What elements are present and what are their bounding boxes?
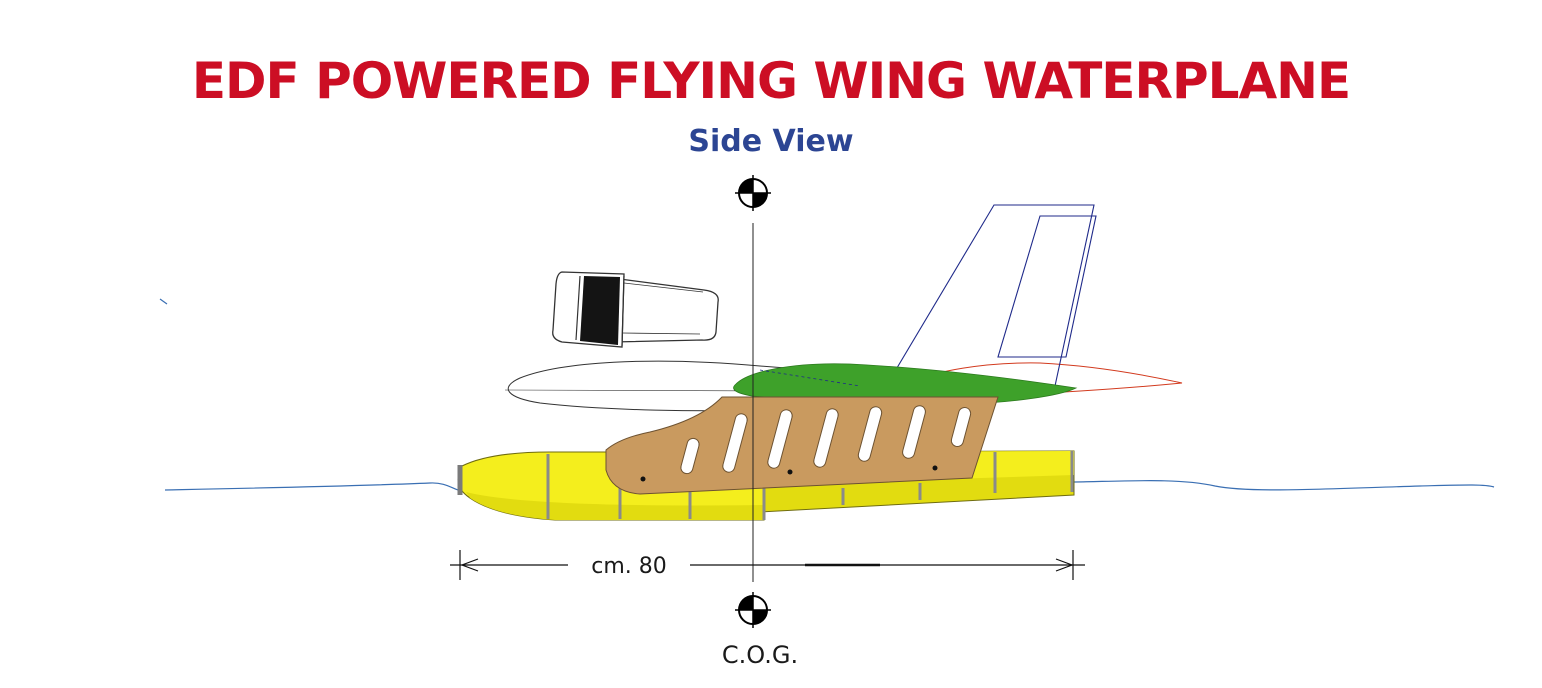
page-title: EDF POWERED FLYING WING WATERPLANE	[191, 52, 1351, 110]
length-dimension-label: cm. 80	[591, 554, 667, 579]
dimension-arrow-icon	[1055, 558, 1074, 572]
view-subtitle: Side View	[688, 124, 854, 159]
wing-pylon	[605, 396, 999, 495]
vertical-fin	[884, 204, 1097, 389]
cog-marker-icon	[735, 175, 771, 211]
dimension-arrow-icon	[460, 558, 479, 572]
length-dimension	[450, 550, 1085, 580]
edf-motor-nozzle	[611, 277, 719, 343]
water-line-left-fragment	[159, 298, 168, 305]
pylon-lightening-slots	[680, 405, 972, 475]
cog-marker-icon	[735, 592, 771, 628]
cog-label: C.O.G.	[722, 641, 798, 669]
edf-motor	[552, 271, 719, 348]
edf-motor-fan-band	[580, 276, 620, 345]
